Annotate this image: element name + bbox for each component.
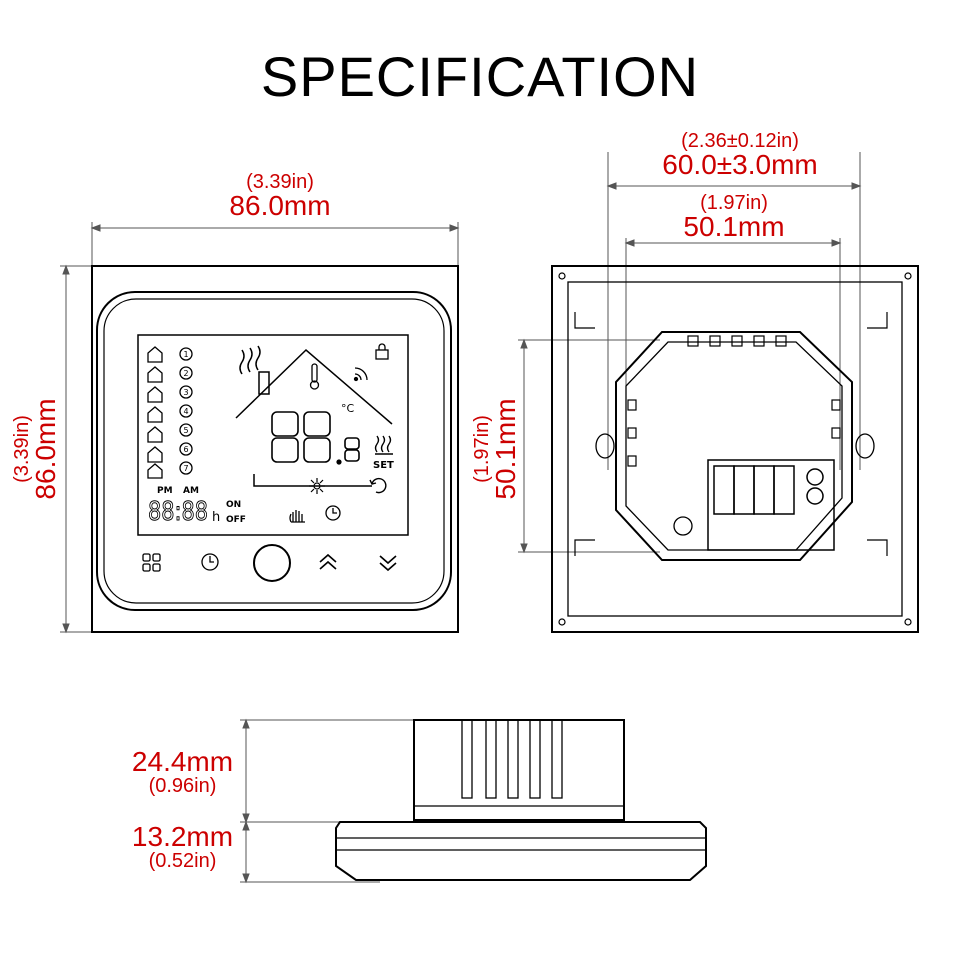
back-inner-in: (1.97in) — [700, 192, 768, 214]
side-view — [335, 719, 707, 881]
set-label: SET — [373, 460, 394, 471]
back-view — [551, 265, 919, 633]
front-panel — [96, 291, 452, 611]
house-outline — [235, 348, 393, 487]
program-number-circles — [179, 347, 193, 475]
depth-back-in: (0.96in) — [148, 775, 217, 797]
front-width-mm: 86.0mm — [229, 190, 331, 221]
back-outer-mm: 60.0±3.0mm — [662, 149, 818, 180]
off-label: OFF — [226, 515, 246, 525]
back-outer-in: (2.36±0.12in) — [681, 130, 799, 152]
wifi-icon — [353, 367, 368, 382]
front-frame — [91, 265, 459, 633]
front-width-in: (3.39in) — [246, 171, 314, 193]
program-5: 5 — [183, 426, 188, 435]
back-housing — [615, 331, 853, 561]
lcd-screen — [137, 334, 409, 536]
page-title: SPECIFICATION — [260, 45, 700, 108]
front-width-label: (3.39in) 86.0mm — [180, 172, 380, 220]
depth-front-label: 13.2mm (0.52in) — [115, 821, 250, 872]
back-outer-dimension — [606, 152, 862, 470]
up-arrow-button[interactable] — [319, 553, 337, 570]
back-height-dimension — [518, 338, 660, 554]
back-inner-mm: 50.1mm — [683, 211, 785, 242]
side-back-body — [413, 719, 625, 821]
program-house-icons — [147, 346, 163, 479]
terminal-block — [707, 459, 835, 551]
sun-icon — [309, 478, 325, 494]
front-view: 1 2 3 4 5 6 7 — [91, 265, 459, 633]
depth-back-mm: 24.4mm — [131, 746, 234, 777]
pm-label: PM — [157, 486, 173, 496]
down-arrow-button[interactable] — [379, 555, 397, 572]
heat-symbol-icon — [374, 435, 393, 455]
program-7: 7 — [183, 464, 188, 473]
thermometer-icon — [309, 363, 320, 390]
depth-front-in: (0.52in) — [148, 850, 217, 872]
program-1: 1 — [183, 350, 188, 359]
am-label: AM — [183, 486, 199, 496]
program-2: 2 — [183, 369, 188, 378]
program-6: 6 — [183, 445, 188, 454]
side-depth-dimension — [240, 718, 414, 884]
clock-icon — [325, 505, 341, 521]
degree-celsius: °C — [341, 402, 355, 415]
program-4: 4 — [183, 407, 188, 416]
heating-waves-icon — [239, 345, 261, 375]
hour-unit: h — [212, 510, 220, 525]
menu-grid-button[interactable] — [142, 553, 161, 572]
side-front-body — [335, 821, 707, 881]
front-height-dimension — [60, 264, 92, 634]
clock-button[interactable] — [201, 553, 219, 571]
back-outer-label: (2.36±0.12in) 60.0±3.0mm — [640, 131, 840, 179]
temperature-digits — [271, 411, 360, 465]
on-label: ON — [226, 500, 241, 510]
depth-back-label: 24.4mm (0.96in) — [115, 746, 250, 797]
lock-icon — [375, 343, 389, 360]
cycle-icon — [369, 477, 387, 494]
depth-front-mm: 13.2mm — [131, 821, 234, 852]
time-digits: 88:88 — [148, 497, 208, 527]
power-button[interactable] — [253, 544, 291, 582]
back-inner-label: (1.97in) 50.1mm — [634, 193, 834, 241]
hand-icon — [289, 510, 305, 523]
front-width-dimension — [90, 222, 460, 265]
back-frame — [551, 265, 919, 633]
program-3: 3 — [183, 388, 188, 397]
